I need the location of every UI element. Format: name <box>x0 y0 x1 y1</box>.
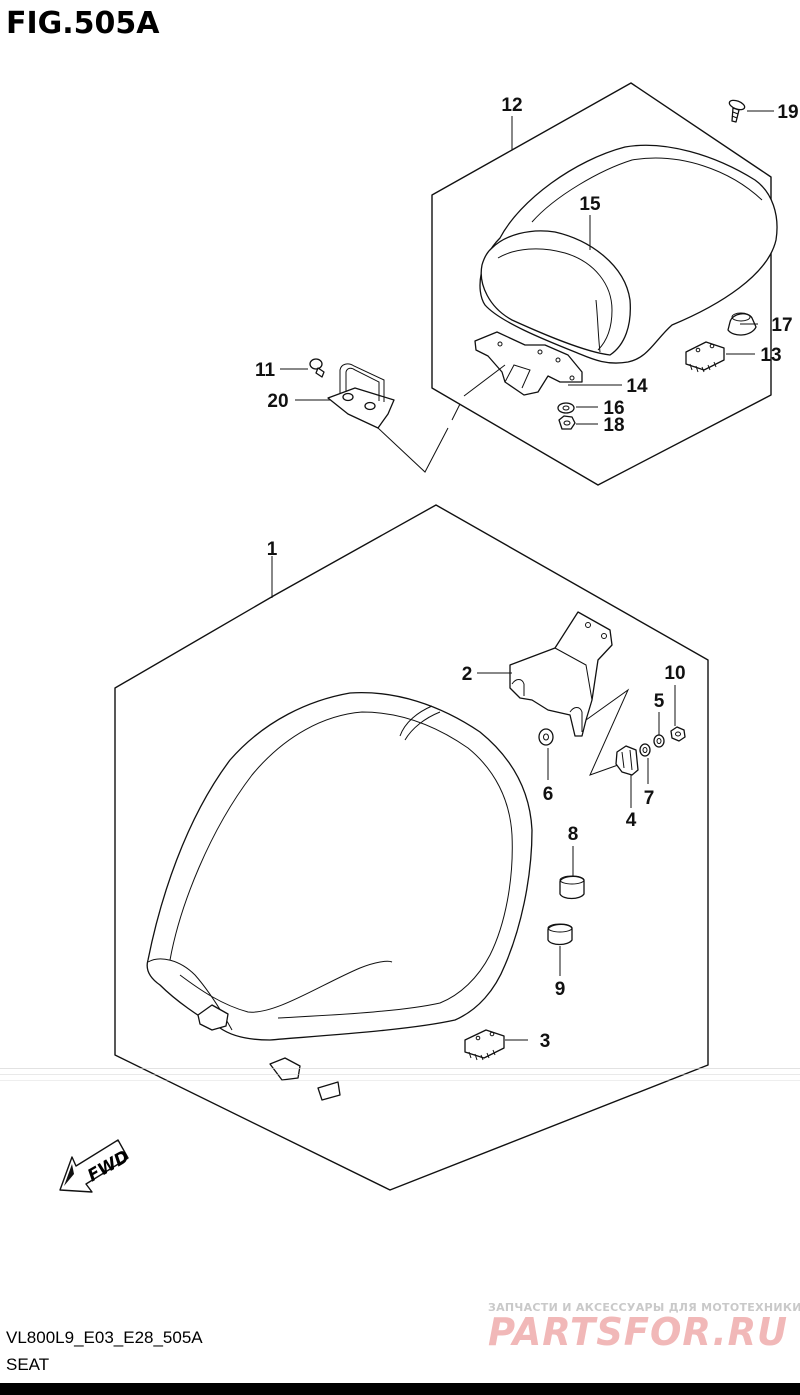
callout-17: 17 <box>771 315 792 336</box>
cushion-8 <box>559 875 585 900</box>
figure-title: FIG.505A <box>6 6 160 41</box>
callout-5: 5 <box>654 691 665 712</box>
callout-3: 3 <box>540 1031 551 1052</box>
callout-4: 4 <box>626 810 637 831</box>
collar-7 <box>639 743 651 757</box>
main-group-outline <box>114 504 709 1191</box>
callout-12: 12 <box>501 95 522 116</box>
leader-lines <box>271 110 774 1041</box>
clip-3 <box>464 1029 505 1061</box>
scan-noise-band <box>0 1068 800 1081</box>
callout-16: 16 <box>603 398 624 419</box>
callout-14: 14 <box>626 376 648 397</box>
callout-9: 9 <box>555 979 566 1000</box>
relation-line-upper <box>377 364 506 473</box>
watermark-tagline: ЗАПЧАСТИ И АКСЕССУАРЫ ДЛЯ МОТОТЕХНИКИ <box>488 1301 800 1314</box>
callout-20: 20 <box>267 391 288 412</box>
fwd-arrow: FWD <box>59 1139 133 1193</box>
callout-7: 7 <box>644 788 655 809</box>
bolt-11 <box>309 358 325 378</box>
seat-bracket-2 <box>509 611 613 737</box>
callout-labels: 1 2 3 4 5 6 7 8 9 10 11 12 13 14 15 16 1… <box>255 95 799 1052</box>
hook-4 <box>615 745 639 776</box>
collar-5 <box>653 734 665 748</box>
main-seat-drawing <box>146 691 533 1041</box>
washer-16 <box>557 402 575 414</box>
nut-10 <box>670 726 686 742</box>
clip-13 <box>685 341 725 373</box>
watermark-brand: PARTSFOR.RU <box>488 1310 788 1354</box>
pillion-seat-drawing <box>479 144 778 364</box>
handle-bracket-20 <box>327 363 395 429</box>
pillion-seat-group <box>431 82 778 486</box>
callout-15: 15 <box>579 194 601 215</box>
nut-18 <box>558 415 576 430</box>
fwd-label: FWD <box>84 1147 133 1187</box>
footer-model-code: VL800L9_E03_E28_505A <box>6 1328 203 1347</box>
callout-6: 6 <box>543 784 554 805</box>
cushion-9 <box>547 923 573 946</box>
callout-1: 1 <box>267 539 278 560</box>
callout-8: 8 <box>568 824 579 845</box>
callout-10: 10 <box>664 663 685 684</box>
bottom-edge-bar <box>0 1383 800 1395</box>
relation-line-lower <box>585 688 630 776</box>
main-seat-group <box>114 504 709 1191</box>
washer-6 <box>538 728 554 746</box>
callout-2: 2 <box>462 664 473 685</box>
callout-19: 19 <box>777 102 798 123</box>
callout-13: 13 <box>760 345 781 366</box>
bracket-14 <box>474 331 583 396</box>
fwd-arrow-icon <box>59 1139 129 1193</box>
callout-11: 11 <box>255 360 276 381</box>
footer-section-name: SEAT <box>6 1355 49 1374</box>
screw-19 <box>728 99 746 123</box>
callout-18: 18 <box>603 415 624 436</box>
